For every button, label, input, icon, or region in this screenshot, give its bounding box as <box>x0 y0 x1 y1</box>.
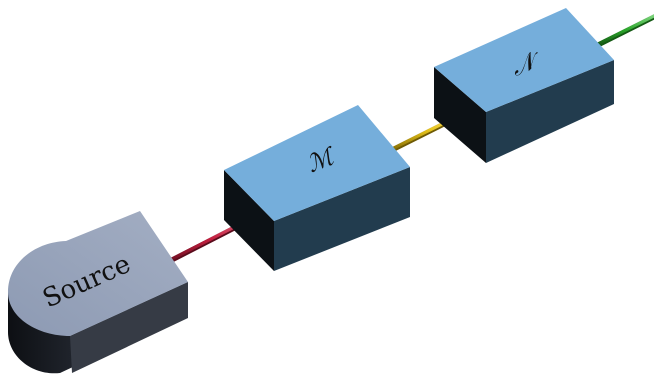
channel-m-top-face <box>224 105 410 221</box>
channel-n-box: 𝒩 <box>434 8 614 163</box>
channel-n-top-face <box>434 8 614 112</box>
source-right-face <box>70 282 188 373</box>
channel-m-side-face <box>274 167 410 271</box>
source-top-face <box>8 211 188 336</box>
channel-n-side-face <box>486 60 614 163</box>
source-block: Source <box>8 211 188 374</box>
channel-n-front-face <box>434 67 486 163</box>
channel-m-box: ℳ <box>224 105 410 271</box>
channel-m-front-face <box>224 170 274 271</box>
wire-n-output <box>593 14 654 49</box>
